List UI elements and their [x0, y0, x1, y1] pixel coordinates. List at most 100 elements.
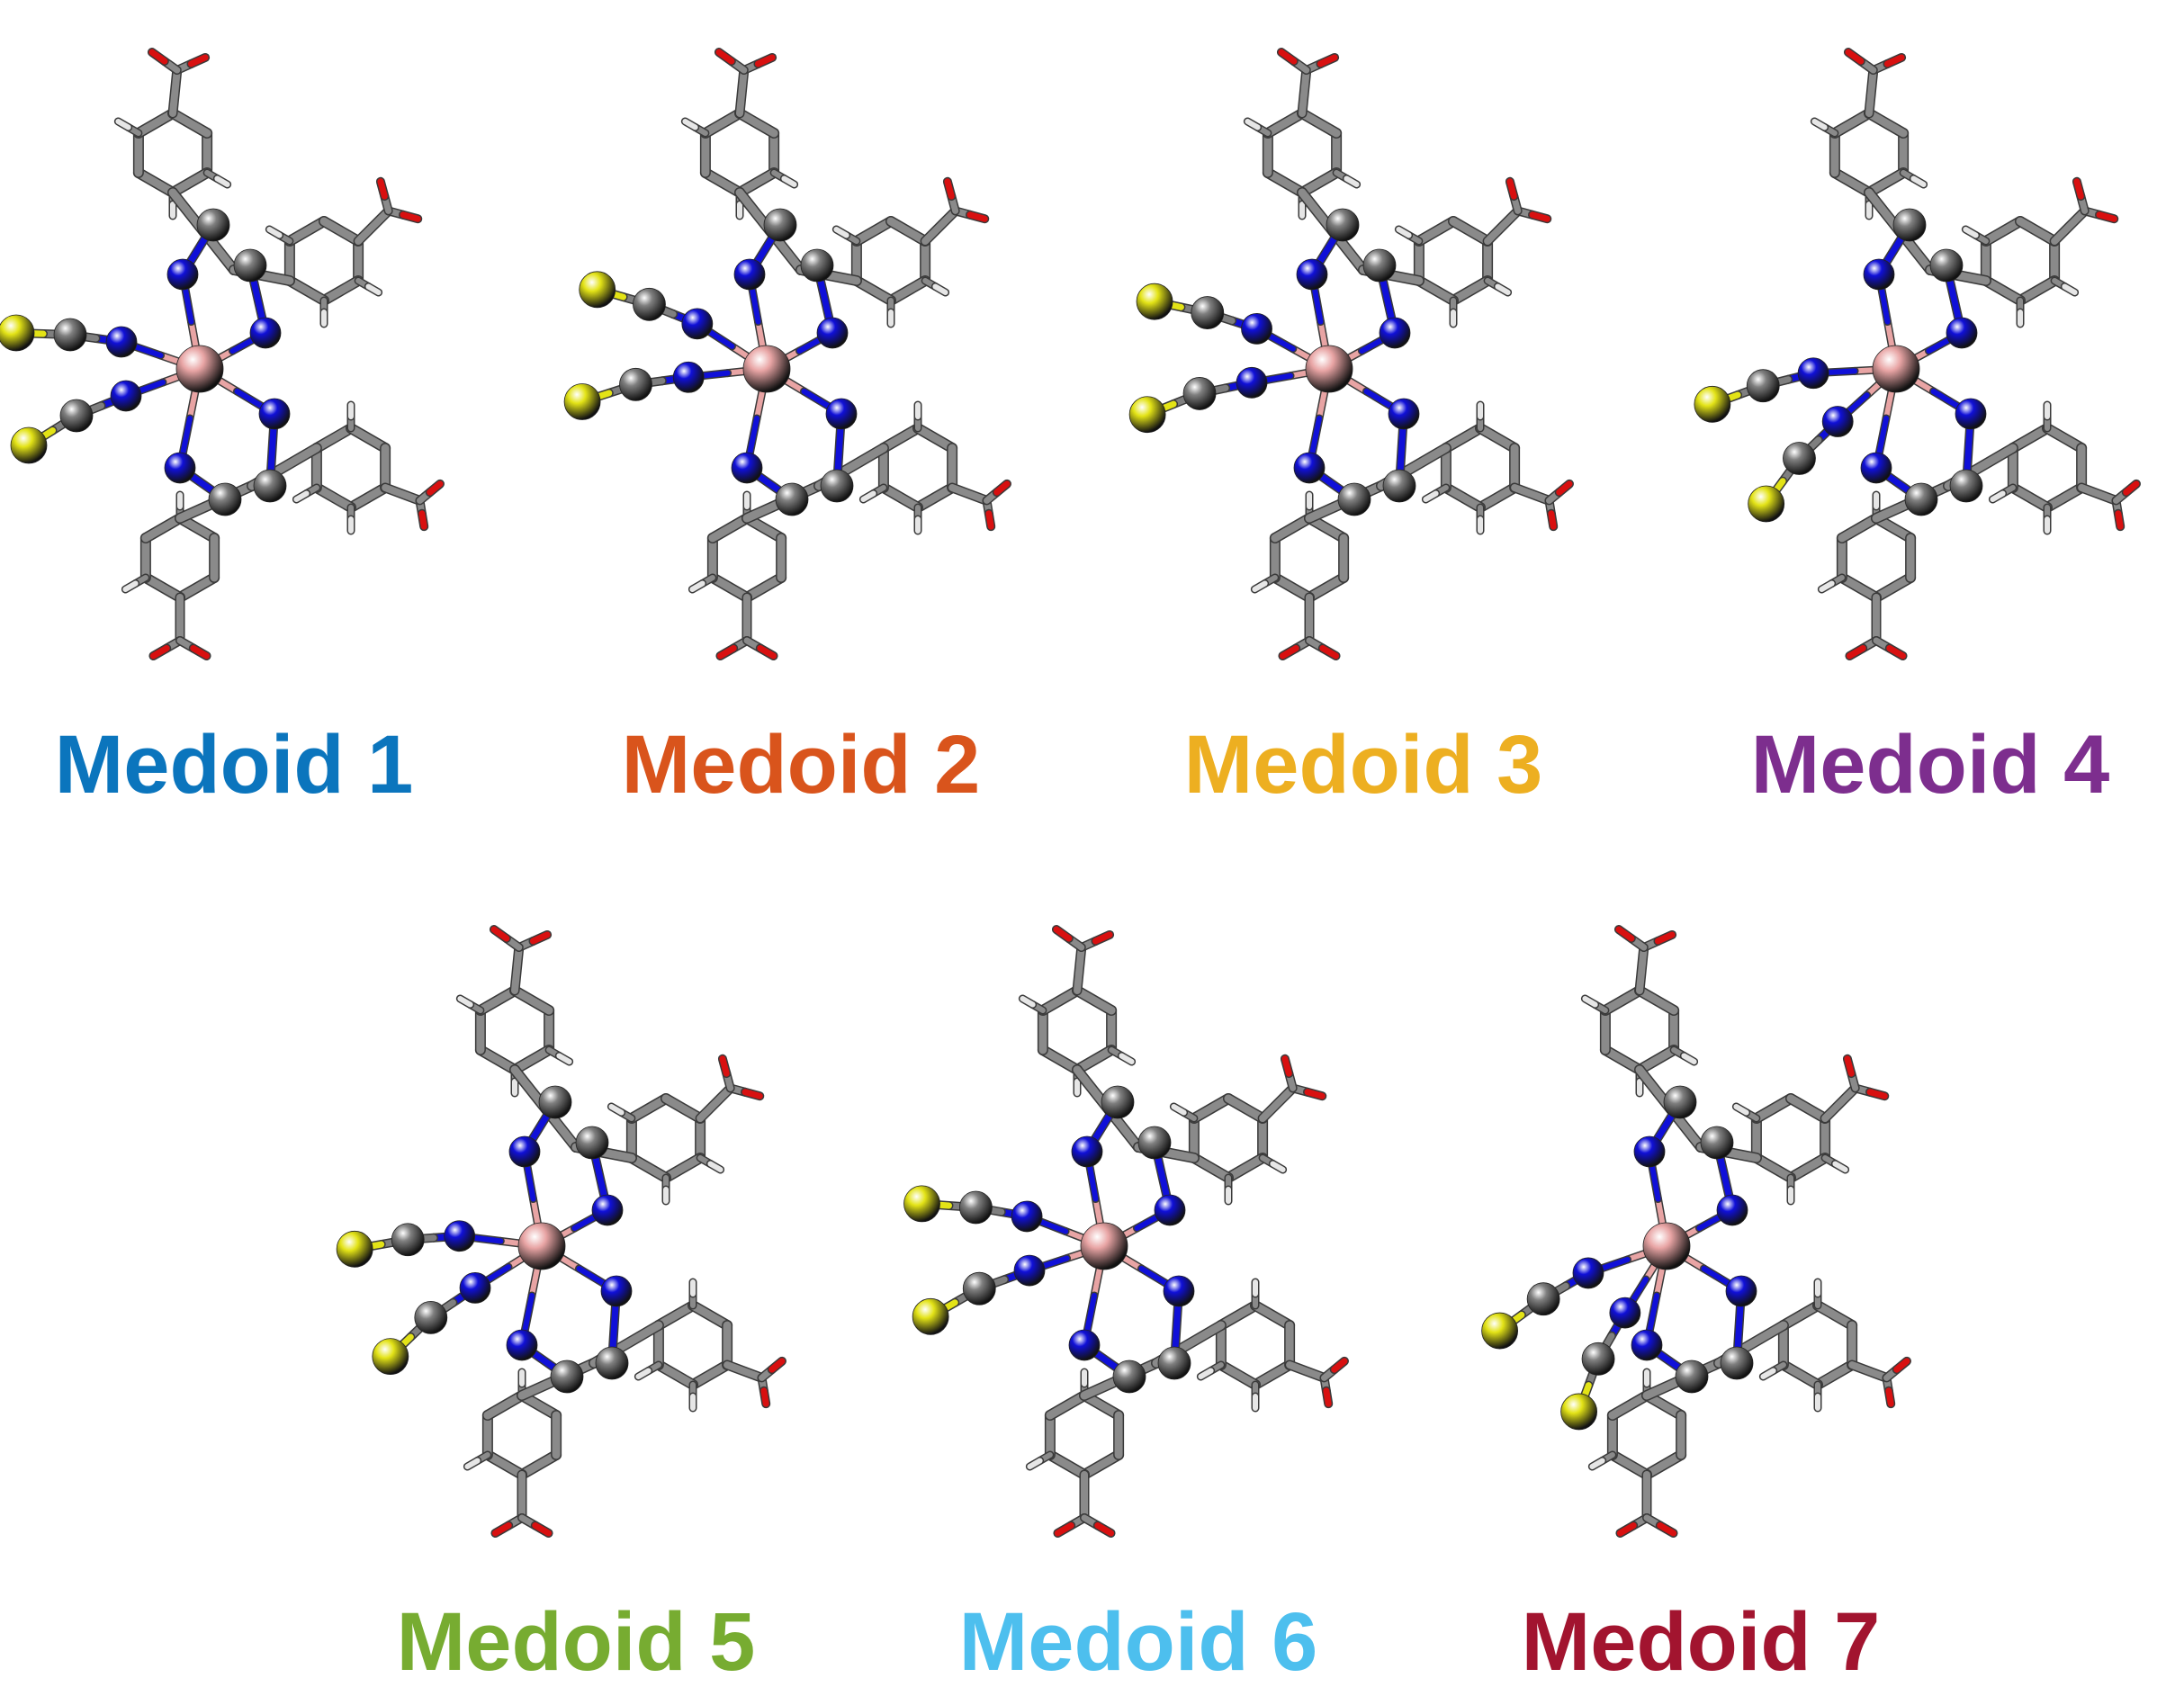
ring-a-h	[457, 996, 473, 1008]
ring-a-bond	[1865, 109, 1908, 138]
ring-d-bond	[654, 1360, 697, 1389]
cooh-4-o1	[1054, 1522, 1074, 1537]
ring-b-h	[266, 227, 283, 238]
ring-b-bond	[1415, 217, 1458, 246]
cooh-3-o1	[1885, 1387, 1894, 1407]
ring-d-bond	[879, 483, 922, 512]
nitrogen-atom-icon	[249, 317, 282, 349]
ring-a-bond	[1830, 109, 1874, 138]
ring-b-h	[1171, 1104, 1187, 1116]
ring-b-bond	[1449, 276, 1492, 305]
ring-d-bond	[2009, 424, 2052, 453]
ring-d-bond	[1442, 424, 1485, 453]
ring-b-bond	[1224, 1094, 1267, 1123]
carbon-atom-icon	[1663, 1085, 1697, 1119]
ring-a-bond	[168, 168, 211, 197]
nitrogen-atom-icon	[444, 1220, 476, 1252]
ring-d-bond	[312, 483, 355, 512]
nitrogen-atom-icon	[1631, 1329, 1663, 1361]
nitrogen-atom-icon	[459, 1271, 491, 1304]
ring-c-bond	[1046, 1391, 1089, 1420]
cooh-3-o2	[1556, 480, 1573, 496]
ring-b-bond	[886, 276, 930, 305]
ring-b-bond	[1190, 1094, 1233, 1123]
ring-a-bond	[1038, 986, 1082, 1015]
ring-a-bond	[1073, 1045, 1116, 1074]
ring-a-bond	[1635, 1045, 1678, 1074]
carbon-atom-icon	[959, 1190, 993, 1225]
cooh-3-o1	[418, 510, 427, 530]
ring-b-bond	[319, 276, 363, 305]
carbon-atom-icon	[1700, 1126, 1734, 1160]
cooh-1-bond	[169, 67, 181, 117]
cooh-1-o2	[490, 926, 510, 942]
sulfur-atom-icon	[336, 1230, 373, 1268]
ring-c-bond	[1642, 1450, 1685, 1479]
cooh-4-o1	[149, 645, 170, 660]
nitrogen-atom-icon	[1241, 312, 1272, 345]
ring-d-bond	[1813, 1301, 1856, 1330]
carbon-atom-icon	[763, 208, 797, 242]
carbon-atom-icon	[1783, 442, 1816, 475]
ring-a-bond	[1601, 986, 1644, 1015]
ring-d-bond	[1779, 1360, 1822, 1389]
ring-b-h	[1396, 227, 1412, 238]
ring-a-bond	[1073, 986, 1116, 1015]
carbon-atom-icon	[1362, 248, 1397, 283]
medoid-panel-6: Medoid 6	[868, 877, 1408, 1687]
molecule-group	[1694, 48, 2141, 660]
carbon-atom-icon	[1326, 208, 1360, 242]
medoid-panel-3: Medoid 3	[1093, 0, 1633, 810]
ring-b-bond	[285, 217, 328, 246]
cooh-1-bond	[1865, 67, 1877, 117]
ring-d-bond	[346, 483, 390, 512]
cooh-3-o1	[760, 1387, 769, 1407]
ring-b-h	[833, 227, 849, 238]
ring-d-bond	[1779, 1301, 1822, 1330]
cooh-1-o1	[187, 54, 209, 67]
nitrogen-atom-icon	[110, 380, 142, 412]
medoid-panel-1: Medoid 1	[0, 0, 504, 810]
cooh-4-o1	[491, 1522, 512, 1537]
nitrogen-atom-icon	[816, 317, 849, 349]
molecule-structure-2	[563, 48, 1011, 660]
ring-a-h	[115, 119, 131, 130]
ring-d-bond	[2043, 424, 2086, 453]
ring-c-bond	[141, 573, 184, 602]
cooh-4-o1	[1616, 1522, 1637, 1537]
molecule-group	[563, 48, 1011, 660]
ring-c-bond	[141, 514, 184, 543]
medoid-panel-5: Medoid 5	[306, 877, 846, 1687]
sulfur-atom-icon	[1128, 396, 1166, 434]
ring-d-bond	[1217, 1301, 1260, 1330]
carbon-atom-icon	[619, 367, 652, 401]
carbon-atom-icon	[538, 1085, 572, 1119]
ring-a-h	[1119, 1053, 1135, 1064]
carbon-atom-icon	[391, 1223, 425, 1257]
carbon-atom-icon	[1892, 208, 1927, 242]
nitrogen-atom-icon	[825, 398, 858, 430]
cooh-2-o2	[1844, 1055, 1855, 1077]
ring-b-h	[1963, 227, 1979, 238]
ring-b-bond	[1982, 276, 2025, 305]
medoid-label-5: Medoid 5	[396, 1596, 756, 1688]
carbon-atom-icon	[1112, 1360, 1146, 1394]
ring-b-h	[932, 283, 948, 295]
ring-a-bond	[735, 109, 778, 138]
nitrogen-atom-icon	[1296, 258, 1328, 291]
medoid-label-1: Medoid 1	[54, 719, 414, 811]
ruthenium-atom-icon	[1305, 345, 1353, 393]
cooh-2-bond	[1259, 1084, 1297, 1122]
ring-c-bond	[1608, 1450, 1651, 1479]
cooh-2-o2	[1506, 178, 1517, 200]
cooh-3-bond	[1848, 1361, 1891, 1382]
ring-a-bond	[735, 168, 778, 197]
cooh-1-o1	[1883, 54, 1905, 67]
ring-d-h	[1198, 1368, 1214, 1379]
medoid-label-4: Medoid 4	[1750, 719, 2110, 811]
ring-b-bond	[627, 1153, 670, 1182]
ring-c-bond	[742, 573, 786, 602]
ring-b-h	[1495, 283, 1511, 295]
carbon-atom-icon	[414, 1300, 448, 1334]
